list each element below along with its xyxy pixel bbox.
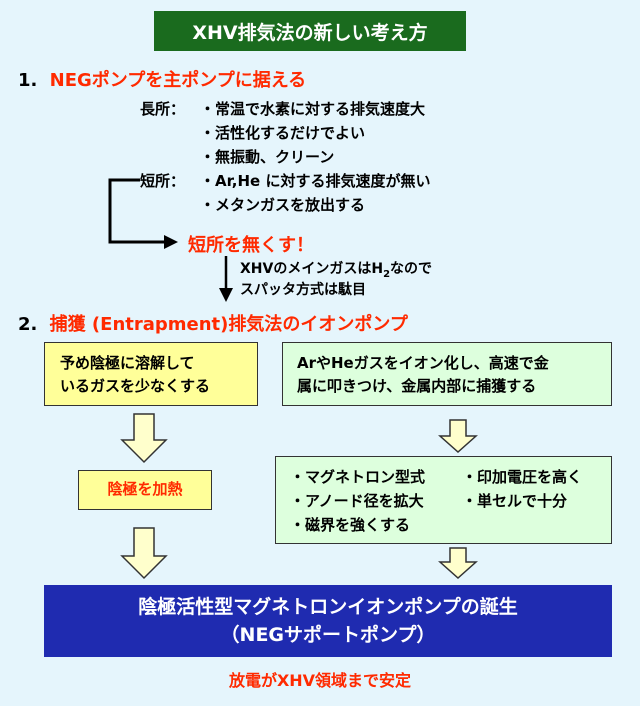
pros-item-1: ・常温で水素に対する排気速度大 xyxy=(200,100,426,118)
method-3: ・磁界を強くする xyxy=(290,516,411,534)
ionize-box: ArやHeガスをイオン化し、高速で金 属に叩きつけ、金属内部に捕獲する xyxy=(282,342,612,406)
section1-heading-text: NEGポンプを主ポンプに据える xyxy=(49,70,307,91)
footer-text: 放電がXHV領域まで安定 xyxy=(228,671,412,690)
note-line-2: スパッタ方式は駄目 xyxy=(240,282,366,298)
reduce-gas-line-2: いるガスを少なくする xyxy=(60,377,211,395)
result-line-1: 陰極活性型マグネトロンイオンポンプの誕生 xyxy=(138,596,518,618)
heat-cathode-box: 陰極を加熱 xyxy=(78,470,212,510)
section1-heading: 1. NEGポンプを主ポンプに据える xyxy=(18,66,306,92)
pros-label: 長所： xyxy=(140,100,186,118)
method-4: ・印加電圧を高く xyxy=(462,468,583,486)
heat-cathode-text: 陰極を加熱 xyxy=(107,480,183,498)
title-text: XHV排気法の新しい考え方 xyxy=(192,21,428,44)
method-1: ・マグネトロン型式 xyxy=(290,468,426,486)
section2-number: 2. xyxy=(18,314,38,335)
pros-item-3: ・無振動、クリーン xyxy=(200,148,335,166)
cons-item-1: ・Ar,He に対する排気速度が無い xyxy=(200,172,431,190)
section1-number: 1. xyxy=(18,70,38,91)
title-box: XHV排気法の新しい考え方 xyxy=(154,11,466,51)
note-line-1-sub: 2 xyxy=(383,268,391,280)
arrow-left-1 xyxy=(120,413,168,464)
methods-box: ・マグネトロン型式 ・アノード径を拡大 ・磁界を強くする ・印加電圧を高く ・単… xyxy=(275,456,612,544)
ionize-line-1: ArやHeガスをイオン化し、高速で金 xyxy=(297,354,549,372)
arrow-left-2 xyxy=(120,527,168,580)
note-line-1-post: なので xyxy=(390,261,433,277)
section2-heading-text: 捕獲 (Entrapment)排気法のイオンポンプ xyxy=(49,314,408,335)
arrow-right-1 xyxy=(438,419,478,454)
method-2: ・アノード径を拡大 xyxy=(290,492,424,510)
arrow-right-2 xyxy=(438,547,478,580)
result-line-2: （NEGサポートポンプ） xyxy=(220,624,436,646)
note-line-1: XHVのメインガスはH2なので xyxy=(240,258,432,280)
section2-heading: 2. 捕獲 (Entrapment)排気法のイオンポンプ xyxy=(18,310,408,336)
pros-item-2: ・活性化するだけでよい xyxy=(200,124,366,142)
emphasis-text: 短所を無くす！ xyxy=(188,235,314,256)
result-box: 陰極活性型マグネトロンイオンポンプの誕生 （NEGサポートポンプ） xyxy=(44,585,612,657)
method-5: ・単セルで十分 xyxy=(462,492,568,510)
cons-item-2: ・メタンガスを放出する xyxy=(200,196,366,214)
reduce-gas-line-1: 予め陰極に溶解して xyxy=(60,354,195,372)
reduce-gas-box: 予め陰極に溶解して いるガスを少なくする xyxy=(44,342,258,406)
note-line-1-pre: XHVのメインガスはH xyxy=(240,261,384,277)
cons-label: 短所： xyxy=(140,172,186,190)
ionize-line-2: 属に叩きつけ、金属内部に捕獲する xyxy=(297,377,537,395)
